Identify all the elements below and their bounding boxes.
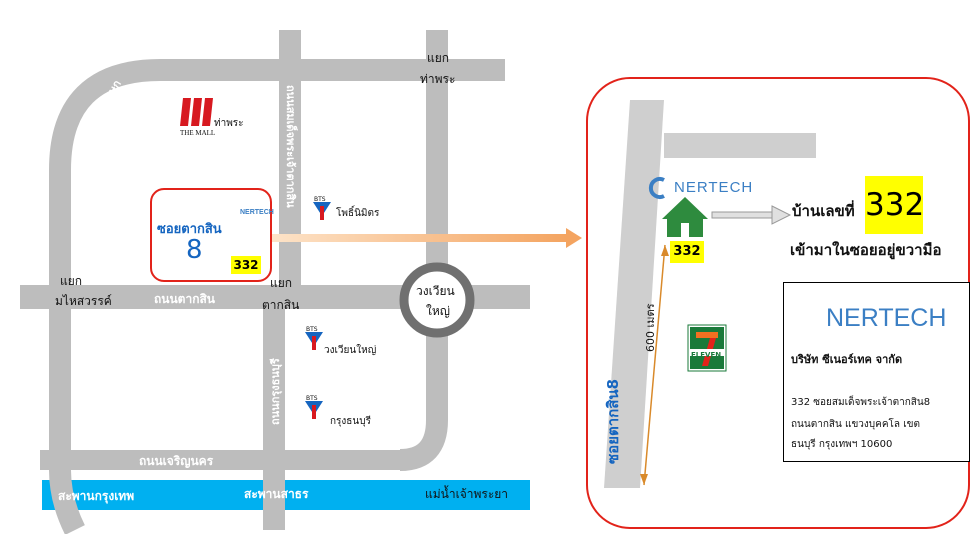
- road-network: [20, 30, 530, 534]
- label-junction-mahaisawan-2: มไหสวรรค์: [55, 294, 112, 308]
- nertech-mark-detail: [648, 177, 665, 199]
- label-taksin: ถนนตากสิน: [154, 292, 215, 306]
- label-junction-mahaisawan-1: แยก: [60, 274, 83, 288]
- detail-roads: [604, 100, 816, 488]
- distance-arrow: [640, 244, 669, 486]
- bts-station-3: กรุงธนบุรี: [330, 416, 371, 427]
- bts-station-2: วงเวียนใหญ่: [324, 345, 377, 356]
- label-junction-thaphra-1: แยก: [427, 51, 450, 65]
- label-junction-taksin-2: ตากสิน: [262, 298, 300, 312]
- distance-label: 600 เมตร: [644, 303, 657, 352]
- bts-logo-3: [305, 401, 323, 419]
- bridge-krungthep: สะพานกรุงเทพ: [58, 489, 135, 503]
- river: [42, 480, 530, 510]
- mall-branch: ท่าพระ: [214, 118, 244, 129]
- road-tha-phra: [399, 30, 448, 471]
- bts-logo-1: [313, 202, 331, 220]
- river-label: แม่น้ำเจ้าพระยา: [425, 487, 509, 501]
- company-logo-text: NERTECH: [826, 304, 947, 332]
- connector-arrow: [272, 228, 582, 248]
- bts-logo-2: [305, 332, 323, 350]
- the-mall-logo: [180, 98, 213, 126]
- detail-cross-road: [664, 133, 816, 158]
- detail-house-number: 332: [670, 241, 704, 263]
- road-ratchaphruek: [49, 59, 505, 534]
- house-pointer-arrow: [711, 205, 792, 225]
- label-circle-1: วงเวียน: [416, 284, 455, 298]
- direction-text: เข้ามาในซอยอยู่ขวามือ: [790, 241, 942, 259]
- bts-logo-text-2: BTS: [306, 326, 318, 333]
- label-junction-taksin-1: แยก: [270, 276, 293, 290]
- soi-title: ซอยตากสิน: [157, 222, 222, 237]
- detail-soi-label: ซอยตากสิน8: [604, 378, 622, 464]
- company-info-box: [783, 282, 970, 462]
- soi-number: 8: [186, 235, 203, 265]
- soi-highlight-box: [150, 188, 272, 282]
- bts-logo-text-3: BTS: [306, 395, 318, 402]
- label-circle-2: ใหญ่: [426, 304, 450, 318]
- wongwian-yai-circle: [399, 262, 475, 338]
- detail-main-road: [604, 100, 664, 488]
- company-name: บริษัท ซีเนอร์เทค จากัด: [791, 353, 903, 366]
- bts-station-1: โพธิ์นิมิตร: [336, 208, 380, 219]
- house-icon-large: [662, 197, 708, 237]
- seven-eleven-logo: [687, 324, 727, 372]
- bts-logo-text-1: BTS: [314, 196, 326, 203]
- label-krungthonburi: ถนนกรุงธนบุรี: [269, 358, 282, 425]
- company-address-1: 332 ซอยสมเด็จพระเจ้าตากสิน8: [791, 397, 931, 408]
- label-somdet: ถนนสมเด็จพระเจ้าตากสิน: [284, 85, 297, 208]
- house-no-value: 332: [865, 176, 924, 234]
- seven-eleven-text: ELEVEN: [691, 351, 722, 359]
- detail-logo-text: NERTECH: [674, 179, 754, 196]
- mall-logo-text: THE MALL: [180, 129, 216, 137]
- label-junction-thaphra-2: ท่าพระ: [420, 72, 456, 86]
- house-number-small: 332: [231, 256, 261, 274]
- company-address-3: ธนบุรี กรุงเทพฯ 10600: [791, 439, 893, 450]
- label-charoen-nakhon: ถนนเจริญนคร: [139, 454, 214, 468]
- mini-logo-text: NERTECH: [240, 209, 274, 216]
- bridge-sathorn: สะพานสาธร: [244, 487, 309, 501]
- company-address-2: ถนนตากสิน แขวงบุคคโล เขต: [791, 419, 920, 430]
- house-no-label: บ้านเลขที่: [792, 202, 855, 220]
